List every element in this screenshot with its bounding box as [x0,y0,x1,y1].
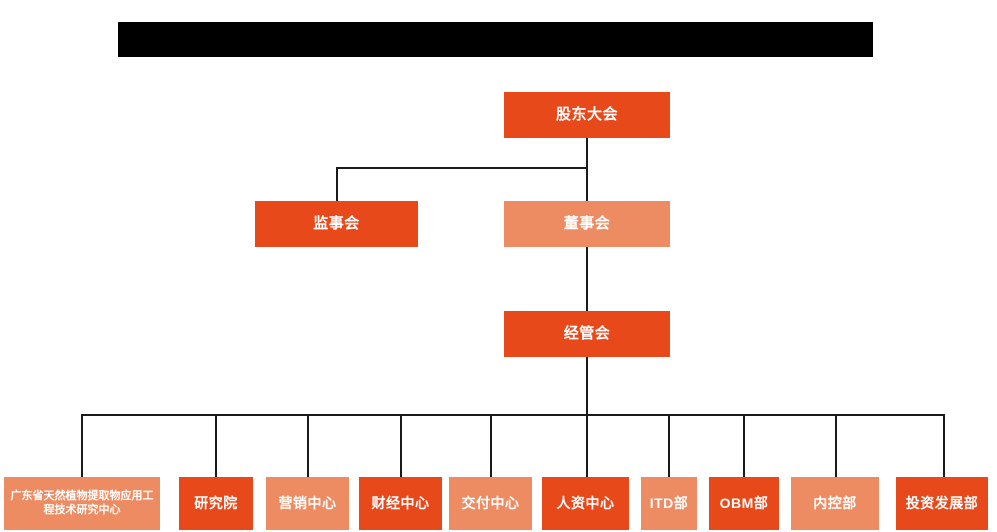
connector-down-supervisors [336,167,338,202]
node-shareholders[interactable]: 股东大会 [504,92,670,138]
connector-down-delivery-center [490,414,492,477]
connector-down-internal-control-dept [835,414,837,477]
node-research-center[interactable]: 广东省天然植物提取物应用工程技术研究中心 [4,477,160,530]
connector-down-investment-development-dept [943,414,945,477]
node-finance-center[interactable]: 财经中心 [359,477,442,530]
connector-down-research-center [81,414,83,477]
node-institute[interactable]: 研究院 [179,477,253,530]
redacted-title-bar [118,22,873,57]
node-internal-control-dept[interactable]: 内控部 [791,477,879,530]
node-itd-dept[interactable]: ITD部 [641,477,697,530]
connector-down-itd-dept [668,414,670,477]
node-supervisors[interactable]: 监事会 [255,201,418,247]
node-investment-development-dept[interactable]: 投资发展部 [896,477,988,530]
connector-departments-bus [81,414,945,416]
node-delivery-center[interactable]: 交付中心 [449,477,532,530]
node-marketing-center[interactable]: 营销中心 [266,477,349,530]
connector-down-obm-dept [743,414,745,477]
connector-management-down [586,357,588,415]
connector-down-hr-center [586,414,588,477]
connector-directors-management [586,247,588,311]
connector-down-finance-center [400,414,402,477]
connector-level2-bus [336,167,588,169]
connector-down-marketing-center [307,414,309,477]
node-hr-center[interactable]: 人资中心 [542,477,629,530]
node-management[interactable]: 经管会 [504,311,670,357]
connector-shareholders-down [586,138,588,168]
node-directors[interactable]: 董事会 [504,201,670,247]
connector-down-institute [215,414,217,477]
connector-down-directors [586,167,588,202]
node-obm-dept[interactable]: OBM部 [709,477,779,530]
